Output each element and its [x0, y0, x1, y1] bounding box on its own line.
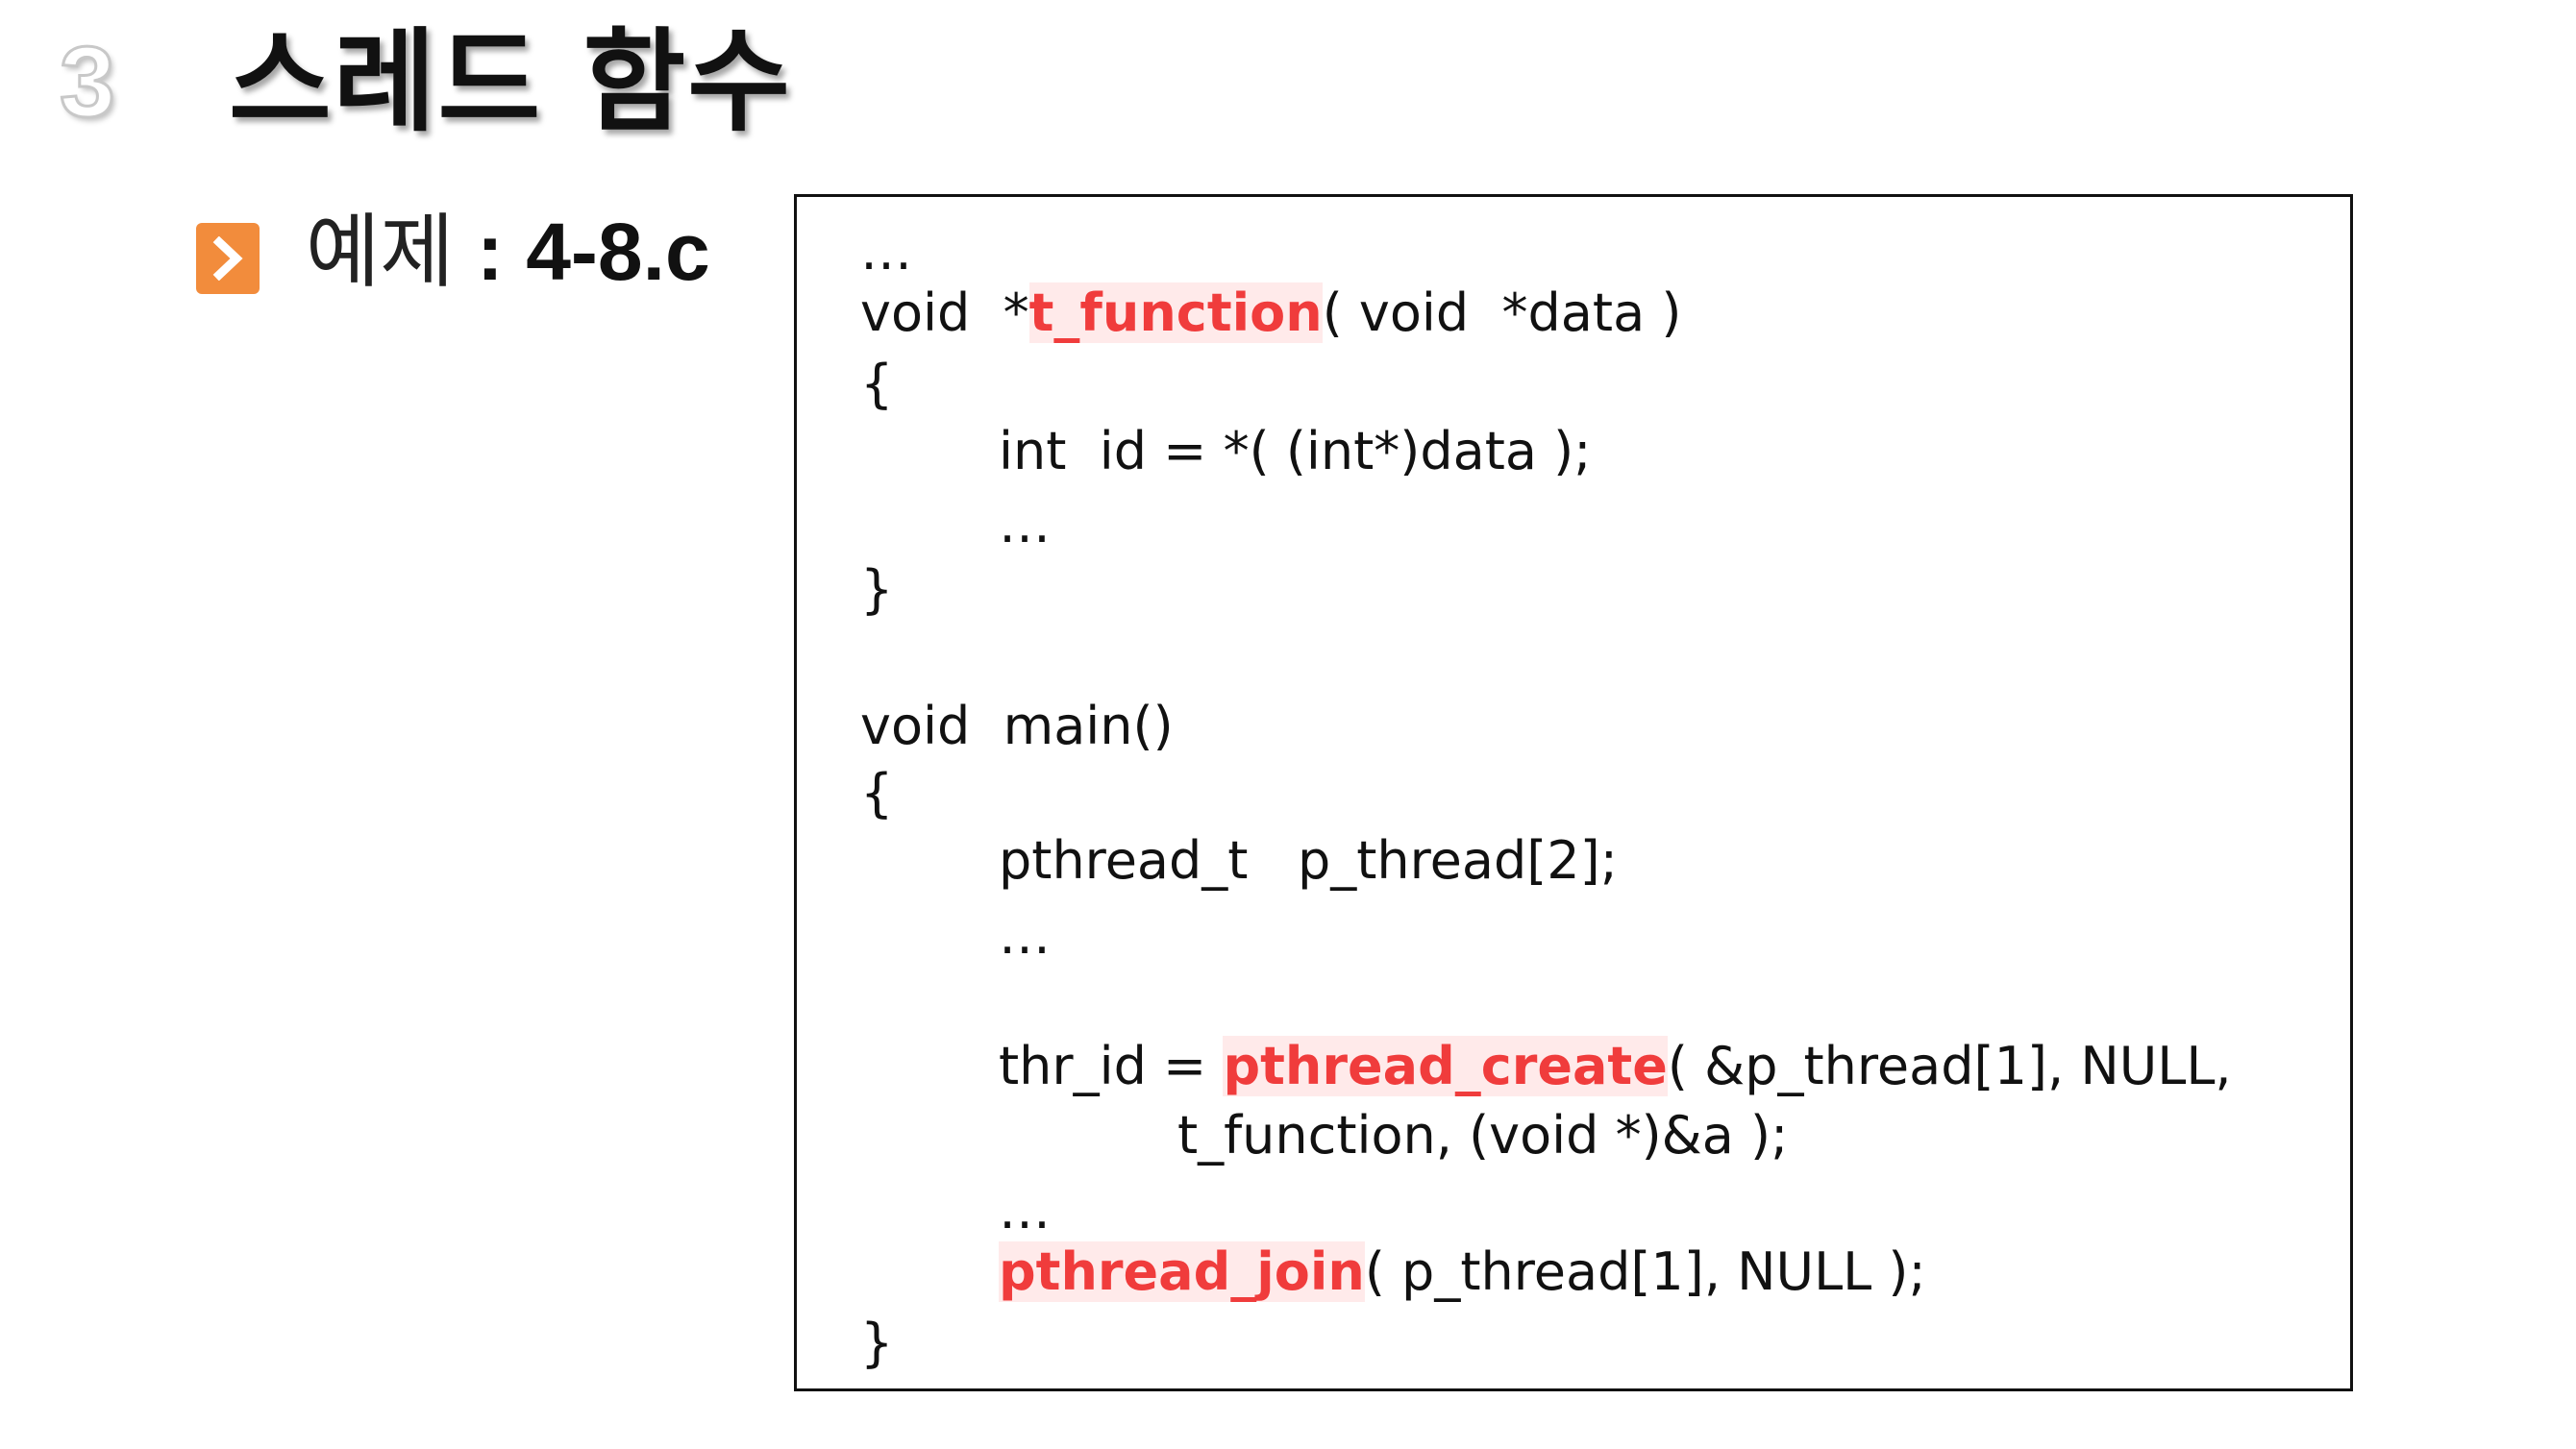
code-line-8: {: [860, 763, 894, 823]
code-token: ( &p_thread[1], NULL,: [1667, 1036, 2232, 1096]
code-line-7: void main(): [860, 696, 1174, 756]
chevron-right-icon: [211, 236, 244, 281]
code-token: thr_id =: [999, 1036, 1224, 1096]
example-filename: : 4-8.c: [454, 207, 710, 297]
code-line-10: …: [999, 905, 1051, 966]
highlight-pthread-create: pthread_create: [1223, 1036, 1668, 1096]
section-number: 3: [59, 27, 117, 138]
code-line-5: …: [999, 494, 1051, 554]
bullet-marker: [196, 223, 260, 294]
highlight-pthread-join: pthread_join: [999, 1241, 1365, 1302]
code-line-2: void *t_function( void *data ): [860, 282, 1681, 343]
code-line-1: …: [860, 221, 912, 282]
code-line-11: thr_id = pthread_create( &p_thread[1], N…: [999, 1036, 2232, 1096]
code-line-3: {: [860, 354, 894, 414]
code-line-14: pthread_join( p_thread[1], NULL );: [999, 1241, 1926, 1302]
example-prefix: 예제: [306, 205, 455, 299]
code-token: ( p_thread[1], NULL );: [1364, 1241, 1926, 1302]
code-token: ( void *data ): [1322, 282, 1682, 343]
code-box: … void *t_function( void *data ) { int i…: [794, 194, 2353, 1391]
code-line-6: }: [860, 559, 894, 620]
highlight-t-function: t_function: [1028, 282, 1323, 343]
example-label: 예제 : 4-8.c: [306, 204, 710, 301]
code-token: void *: [860, 282, 1029, 343]
code-line-12: t_function, (void *)&a );: [1177, 1105, 1789, 1166]
code-line-9: pthread_t p_thread[2];: [999, 830, 1618, 891]
code-line-15: }: [860, 1313, 894, 1373]
slide-title: 스레드 함수: [229, 17, 792, 147]
code-line-4: int id = *( (int*)data );: [999, 421, 1592, 481]
code-line-13: …: [999, 1180, 1051, 1240]
